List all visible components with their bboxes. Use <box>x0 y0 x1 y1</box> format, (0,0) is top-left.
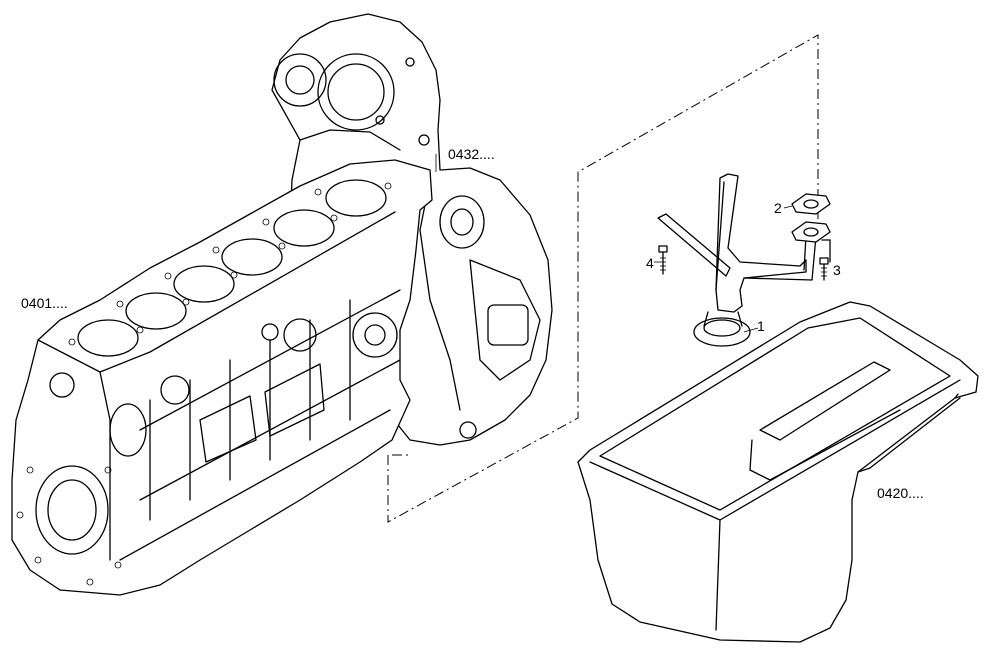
assembly-guide-lines <box>387 34 819 523</box>
screw-3 <box>819 257 829 281</box>
callout-0401: 0401.... <box>21 295 68 311</box>
callout-0420: 0420.... <box>877 485 924 501</box>
leader-lines <box>435 154 793 333</box>
callout-item-1: 1 <box>757 318 765 334</box>
callout-0432: 0432.... <box>448 146 495 162</box>
callout-item-4: 4 <box>646 255 654 271</box>
engine-block <box>11 159 433 596</box>
gasket <box>791 193 831 263</box>
screw-4 <box>658 245 668 275</box>
callout-item-3: 3 <box>833 262 841 278</box>
callout-item-2: 2 <box>774 200 782 216</box>
oil-suction-pipe <box>657 173 817 347</box>
oil-sump <box>577 301 979 643</box>
